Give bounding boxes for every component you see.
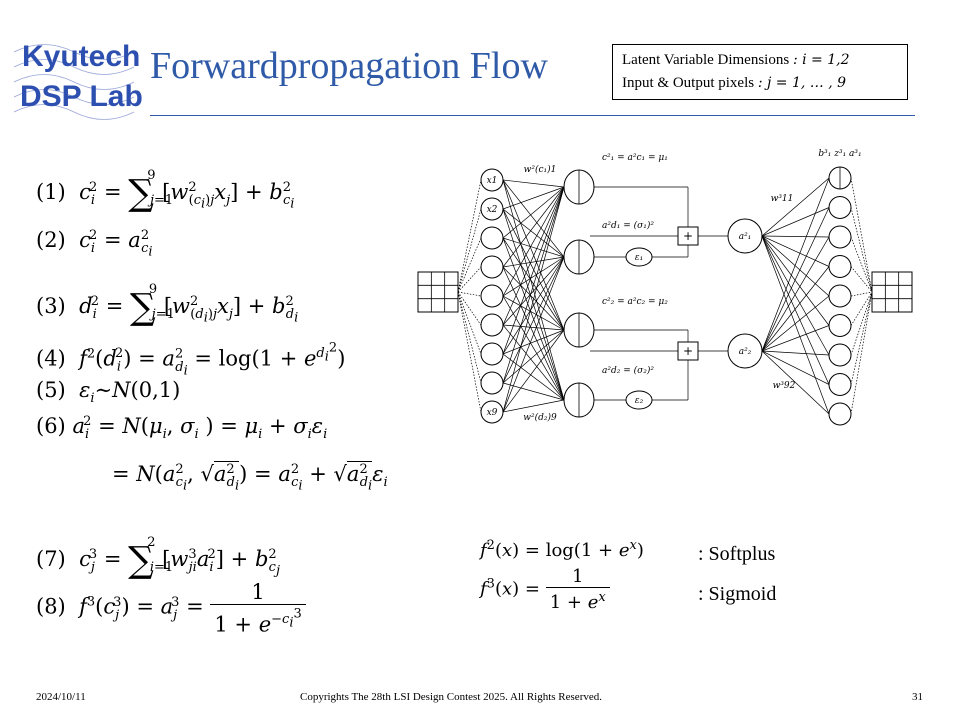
epsilon-1-node [625, 247, 653, 267]
latent-node [727, 218, 763, 254]
svg-text:+: + [683, 229, 693, 243]
output-node [828, 225, 852, 249]
equation-5: (5) εi∼N(0,1) [36, 378, 181, 407]
vae-network-diagram: + + x1 x2 x9 w²(c₁)1 w²(d₂)9 w³11 w³92 c²₁ = a²c₁… [417, 149, 913, 426]
equation-1: (1) ci2 = ∑j=19 [w2(ci)jxj] + b2ci [36, 168, 295, 214]
logo-line2: DSP Lab. [20, 80, 144, 113]
output-pixel-grid [871, 271, 913, 313]
equation-7: (7) cj3 = ∑i=12 [w3jiai2] + b2cj [36, 535, 280, 581]
page-title: Forwardpropagation Flow [150, 45, 548, 87]
output-node [828, 255, 852, 278]
decoder-weight-top: w³11 [771, 194, 794, 204]
equation-4: (4) f2(di2) = a2di = log(1 + edi2) [36, 341, 346, 379]
hidden-label-d1: a²d₁ = (σ₁)² [602, 220, 654, 231]
output-node [828, 314, 852, 337]
equation-2: (2) ci2 = a2ci [36, 228, 153, 260]
latent-dim-range: : i = 1,2 [792, 52, 850, 68]
input-node [480, 168, 504, 192]
kyutech-dsp-lab-logo: Kyutech DSP Lab. [14, 40, 144, 120]
equation-3: (3) di2 = ∑j=19 [w2(di)jxj] + b2di [36, 282, 299, 328]
input-label-2: x2 [487, 205, 498, 215]
input-pixel-grid [417, 271, 459, 313]
input-node [480, 255, 504, 279]
dimension-definition-box: Latent Variable Dimensions : i = 1,2 Inp… [612, 44, 908, 100]
input-node [480, 400, 504, 424]
hidden-label-d2: a²d₂ = (σ₂)² [602, 365, 654, 376]
title-underline [150, 115, 915, 116]
hidden-label-c1: c²₁ = a²c₁ = μ₁ [602, 153, 668, 163]
softplus-definition: f2(x) = log(1 + ex) [480, 538, 644, 561]
input-node [480, 371, 504, 395]
logo-line1: Kyutech [22, 40, 140, 73]
encoder-weight-bottom: w²(d₂)9 [523, 412, 557, 423]
input-node [480, 284, 504, 308]
latent-label-1: a²₁ [739, 232, 752, 242]
output-node [828, 284, 852, 308]
hidden-label-c2: c²₂ = a²c₂ = μ₂ [602, 297, 668, 307]
latent-dim-label: Latent Variable Dimensions [622, 52, 790, 68]
latent-node [727, 333, 763, 369]
output-node [828, 196, 852, 219]
encoder-weight-top: w²(c₁)1 [524, 164, 557, 175]
input-node [480, 342, 504, 366]
sigmoid-label: : Sigmoid [698, 583, 777, 605]
output-node [828, 343, 852, 367]
output-top-label: b³₁ z³₁ a³₁ [818, 149, 861, 159]
input-label-9: x9 [487, 408, 498, 418]
input-label-1: x1 [487, 176, 498, 186]
page-number: 31 [912, 691, 923, 703]
pixel-dim-range: : j = 1, … , 9 [757, 75, 847, 91]
decoder-weight-bottom: w³92 [773, 381, 796, 391]
input-node [480, 226, 504, 250]
svg-text:+: + [683, 344, 693, 358]
equation-6: (6) ai2 = N(μi, σi ) = μi + σiεi [36, 414, 328, 443]
epsilon-2-node [625, 390, 653, 410]
output-node [828, 373, 852, 396]
epsilon-2-label: ε₂ [635, 396, 644, 406]
equation-6-expanded: = N(a2ci, √a2di) = a2ci + √a2diεi [112, 461, 388, 494]
footer-copyright: Copyrights The 28th LSI Design Contest 2… [300, 691, 602, 703]
output-node [828, 402, 852, 426]
latent-label-2: a²₂ [739, 347, 752, 357]
input-node [480, 197, 504, 221]
epsilon-1-label: ε₁ [635, 253, 643, 263]
input-node [480, 313, 504, 337]
softplus-label: : Softplus [698, 543, 776, 565]
sum-node [677, 341, 699, 361]
sum-node [677, 226, 699, 246]
pixel-dim-label: Input & Output pixels [622, 75, 755, 91]
footer-date: 2024/10/11 [36, 691, 86, 703]
